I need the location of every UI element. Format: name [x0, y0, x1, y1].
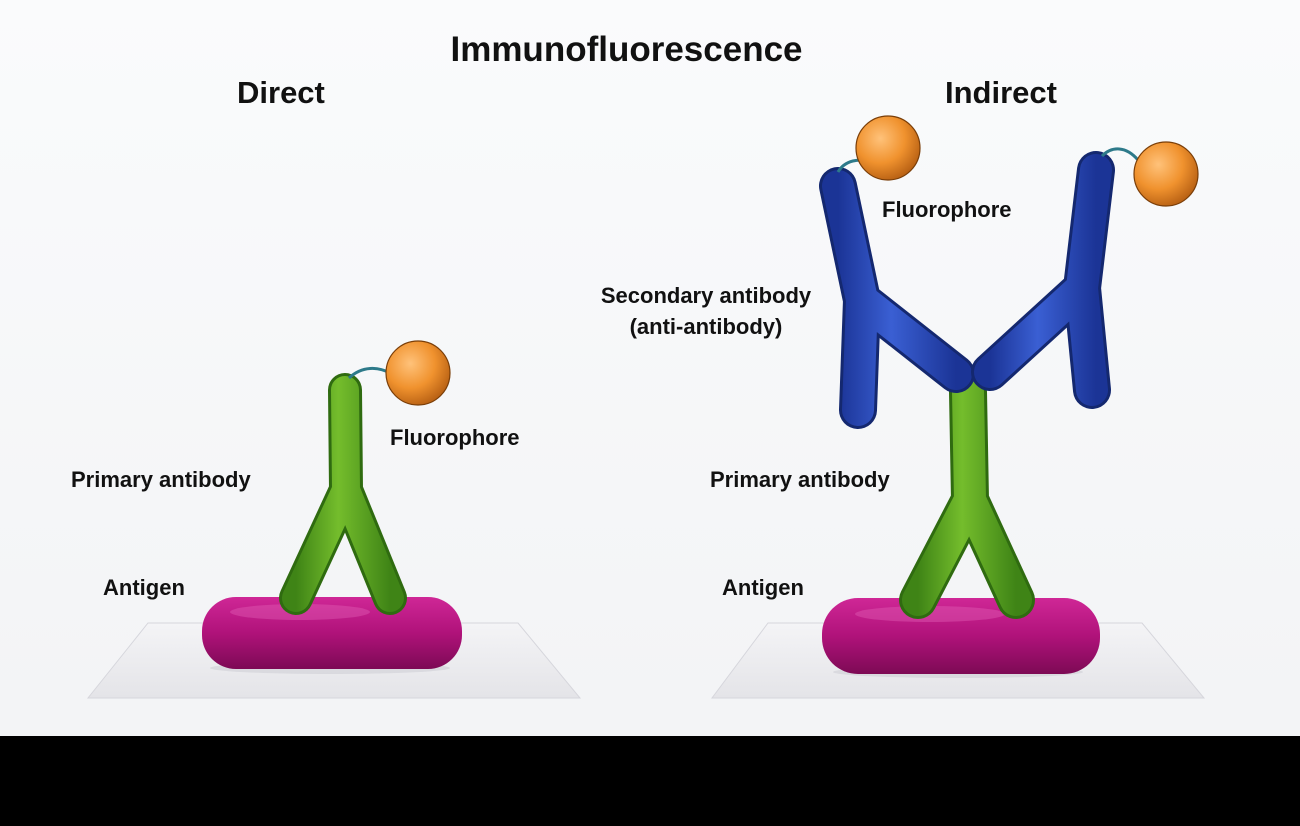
- primary-antibody-indirect: [899, 373, 1035, 619]
- fluorophore-indirect-left: [855, 115, 921, 181]
- fluorophore-indirect-right: [1133, 141, 1199, 207]
- secondary-antibody-label: Secondary antibody: [600, 283, 812, 308]
- indirect-panel: [711, 115, 1206, 699]
- antigen-label-indirect: Antigen: [722, 575, 804, 600]
- bottom-black-bar: [0, 736, 1300, 826]
- diagram-title: Immunofluorescence: [450, 30, 803, 69]
- direct-heading: Direct: [237, 75, 325, 110]
- fluorophore-label-indirect: Fluorophore: [882, 197, 1012, 222]
- antigen-direct: [202, 597, 462, 669]
- diagram-canvas: [86, 115, 1206, 699]
- fluorophore-direct: [385, 340, 451, 406]
- fluorophore-linker-right: [1100, 147, 1140, 162]
- antigen-label-direct: Antigen: [103, 575, 185, 600]
- secondary-antibody-left: [819, 167, 975, 429]
- antigen-indirect: [822, 598, 1100, 674]
- direct-panel: [86, 340, 582, 699]
- primary-antibody-label-indirect: Primary antibody: [710, 467, 890, 492]
- fluorophore-label-direct: Fluorophore: [390, 425, 520, 450]
- indirect-heading: Indirect: [945, 75, 1057, 110]
- secondary-antibody-right: [971, 151, 1115, 409]
- primary-antibody-direct: [279, 373, 407, 615]
- secondary-antibody-sublabel: (anti-antibody): [629, 314, 783, 339]
- primary-antibody-label-direct: Primary antibody: [71, 467, 251, 492]
